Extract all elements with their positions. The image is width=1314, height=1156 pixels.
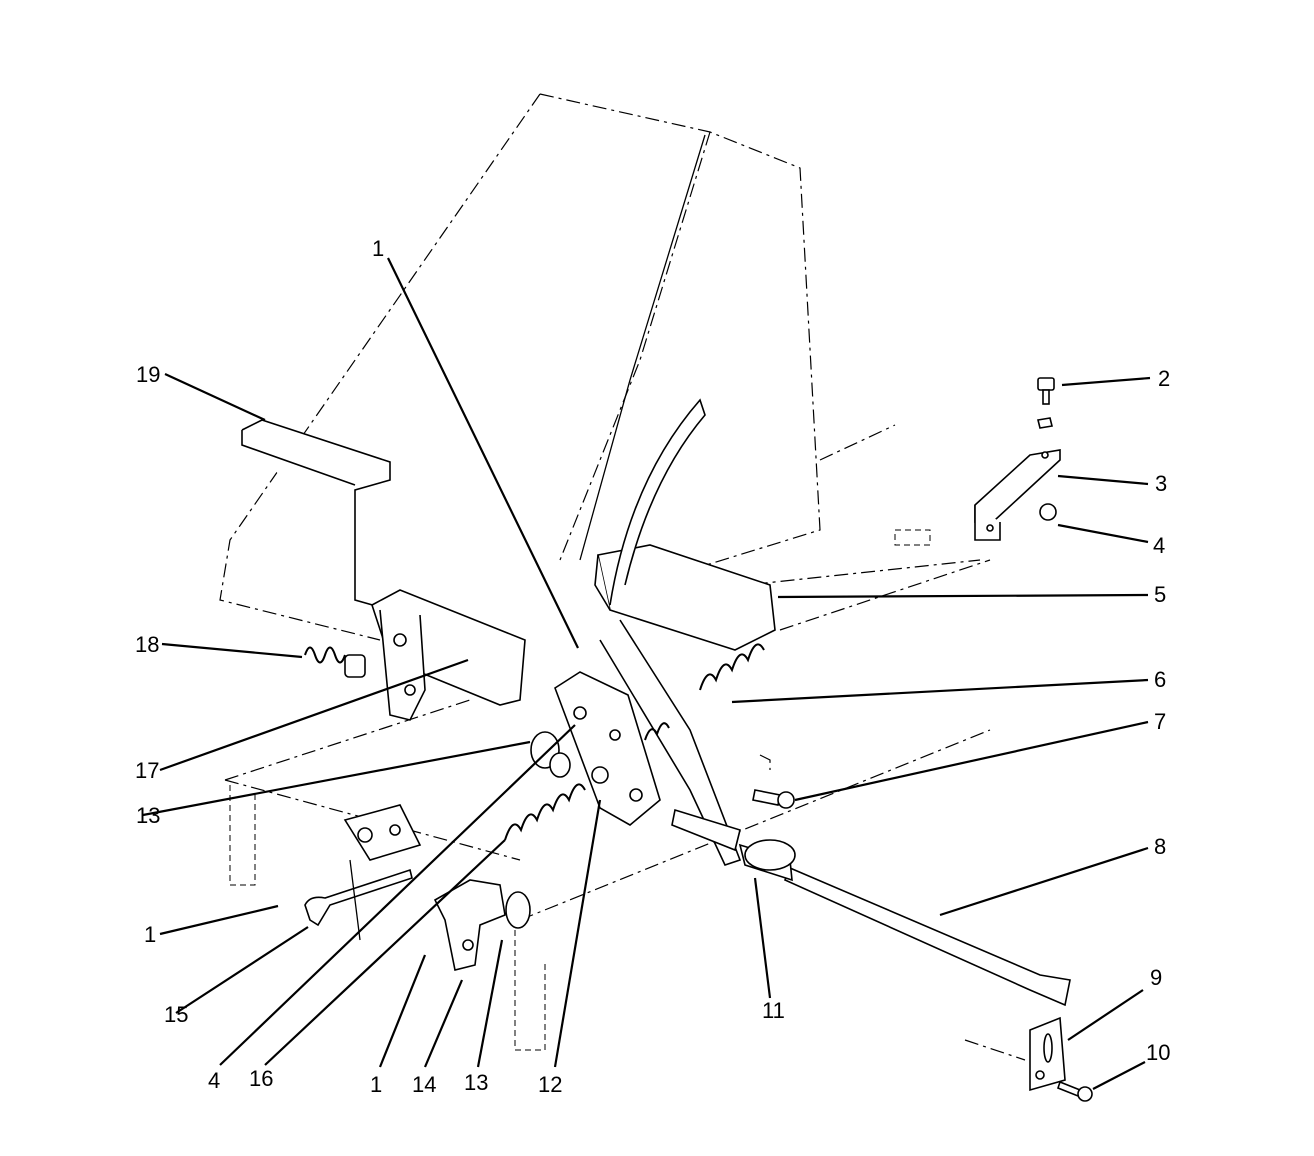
part-8-shaft xyxy=(671,808,1071,1007)
callout-7: 7 xyxy=(1154,709,1166,734)
part-10-bolt xyxy=(1057,1080,1093,1102)
part-7-bolt xyxy=(752,789,795,809)
leader-lines xyxy=(142,257,1151,1090)
callout-1-left: 1 xyxy=(144,922,156,947)
callout-15: 15 xyxy=(164,1002,188,1027)
part-4-nut xyxy=(1039,503,1057,521)
part-9-clip xyxy=(1029,1016,1066,1092)
part-2-bolt xyxy=(1037,377,1055,429)
part-13-bushing xyxy=(505,731,571,929)
callout-13-bottom: 13 xyxy=(464,1070,488,1095)
callout-4-bottom: 4 xyxy=(208,1068,220,1093)
callout-13-left: 13 xyxy=(136,803,160,828)
callout-10: 10 xyxy=(1146,1040,1170,1065)
callout-1-top: 1 xyxy=(372,236,384,261)
callout-3: 3 xyxy=(1155,471,1167,496)
part-12-pivot-plate xyxy=(554,671,661,826)
part-15-rod xyxy=(304,859,413,941)
callout-2: 2 xyxy=(1158,366,1170,391)
part-14-link xyxy=(343,804,506,971)
callout-1-bottom: 1 xyxy=(370,1072,382,1097)
part-16-spring xyxy=(504,783,586,841)
part-18-spring xyxy=(304,646,366,678)
callout-12: 12 xyxy=(538,1072,562,1097)
callout-8: 8 xyxy=(1154,834,1166,859)
callout-4-right: 4 xyxy=(1153,533,1165,558)
callout-19: 19 xyxy=(136,362,160,387)
callout-labels: 1 2 3 4 5 6 7 8 9 10 11 12 13 14 13 1 16… xyxy=(135,236,1170,1097)
part-6-spring xyxy=(644,643,765,741)
callout-17: 17 xyxy=(135,758,159,783)
callout-18: 18 xyxy=(135,632,159,657)
callout-6: 6 xyxy=(1154,667,1166,692)
phantom-body-outline xyxy=(219,93,1026,1061)
callout-14: 14 xyxy=(412,1072,436,1097)
callout-5: 5 xyxy=(1154,582,1166,607)
callout-11: 11 xyxy=(762,998,785,1023)
part-19-bracket xyxy=(241,419,391,611)
part-17-side-plate xyxy=(371,589,526,721)
pedal-arm xyxy=(594,398,776,866)
part-3-strap xyxy=(974,449,1061,541)
callout-16: 16 xyxy=(249,1066,273,1091)
callout-9: 9 xyxy=(1150,965,1162,990)
